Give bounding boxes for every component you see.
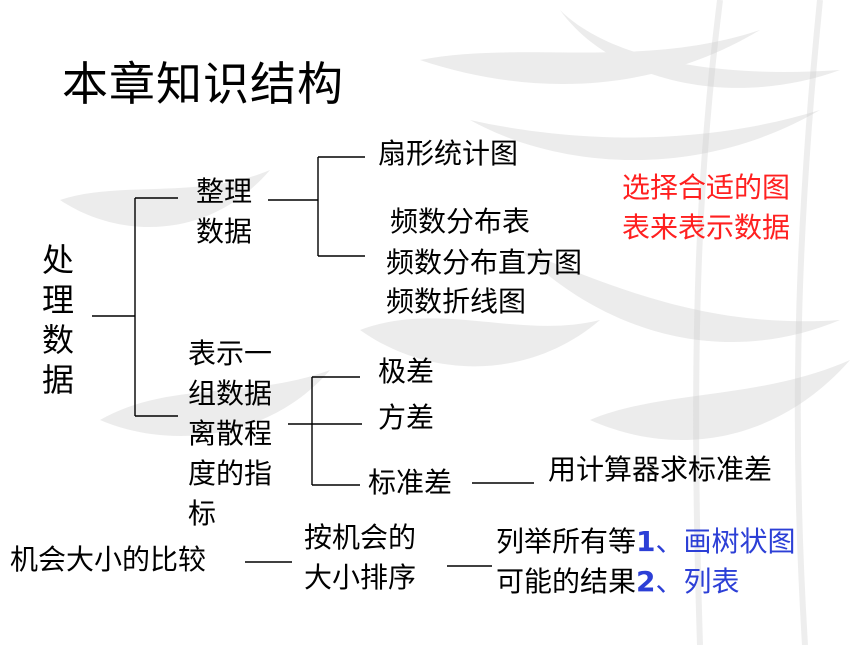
outcomes-text: 可能的结果: [496, 565, 637, 598]
root-char: 理: [41, 281, 74, 319]
branch2-label-line: 离散程: [188, 417, 273, 450]
branch1-item: 扇形统计图: [378, 137, 519, 170]
branch2-label-line: 表示一: [188, 337, 273, 370]
branch1-label-line2: 数据: [196, 215, 253, 248]
method1-number: 1: [636, 525, 656, 558]
branch1-item: 频数折线图: [386, 285, 527, 318]
bottom-right-line1: 列举所有等1、画树状图: [496, 524, 796, 560]
branch2-label-line: 标: [188, 497, 217, 530]
bottom-middle-line2: 大小排序: [304, 561, 417, 594]
method2-number: 2: [636, 565, 656, 598]
branch1-item: 频数分布表: [390, 205, 531, 238]
calculator-std-note: 用计算器求标准差: [548, 453, 773, 486]
method2-table: 列表: [683, 565, 740, 598]
branch2-item: 标准差: [368, 466, 453, 499]
bottom-middle-line1: 按机会的: [304, 521, 417, 554]
enumerate-text: 列举所有等: [496, 525, 637, 558]
bottom-root-label: 机会大小的比较: [10, 543, 207, 576]
branch1-label-line1: 整理: [196, 175, 253, 208]
root-char: 处: [41, 241, 74, 279]
branch1-item: 频数分布直方图: [386, 246, 583, 279]
branch2-label-line: 组数据: [188, 377, 273, 410]
method2-separator: 、: [655, 565, 684, 598]
branch2-label-line: 度的指: [188, 457, 273, 490]
page-title: 本章知识结构: [62, 57, 344, 111]
root-label: 处 理 数 据: [38, 240, 78, 400]
root-char: 数: [41, 321, 74, 359]
branch2-item: 方差: [378, 401, 435, 434]
branch2-item: 极差: [378, 355, 435, 388]
chart-choice-note-line2: 表来表示数据: [622, 211, 791, 244]
root-char: 据: [41, 361, 74, 399]
chart-choice-note-line1: 选择合适的图: [622, 171, 791, 204]
bottom-right-line2: 可能的结果2、列表: [496, 564, 740, 600]
method1-tree-diagram: 画树状图: [683, 525, 796, 558]
method1-separator: 、: [655, 525, 684, 558]
